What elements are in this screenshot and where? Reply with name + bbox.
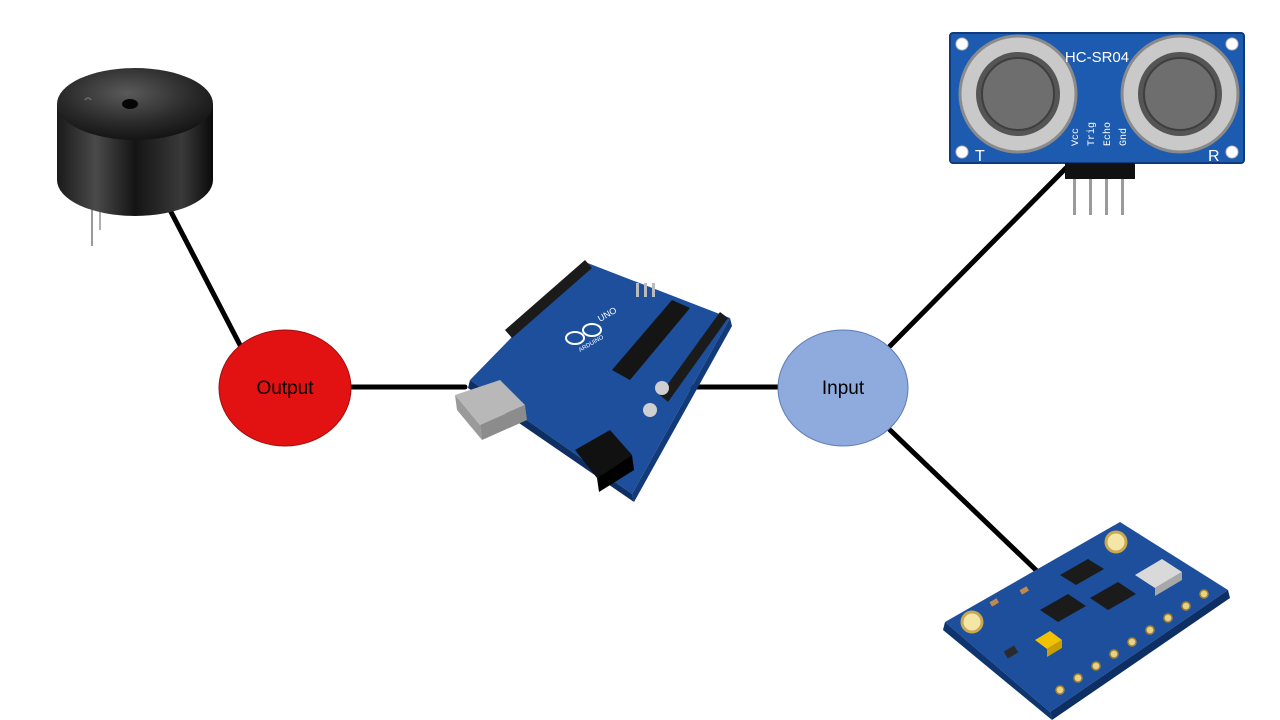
- line-buzzer-output: [167, 207, 243, 348]
- piezo-buzzer-icon: [57, 68, 213, 246]
- ultrasonic-model-label: HC-SR04: [1065, 49, 1129, 66]
- arduino-uno-board-icon: UNO ARDUINO: [455, 260, 732, 502]
- output-node: Output: [218, 329, 352, 447]
- ultrasonic-r-mark: R: [1208, 148, 1220, 165]
- connector-lines: [167, 165, 1069, 575]
- ultrasonic-sensor-icon: HC-SR04 T R Vcc Trig Echo Gnd: [949, 32, 1245, 215]
- input-node: Input: [777, 329, 909, 447]
- pin-label-vcc: Vcc: [1071, 128, 1082, 146]
- imu-sensor-board-icon: [943, 522, 1230, 720]
- line-input-imu: [887, 427, 1041, 575]
- input-node-label: Input: [822, 378, 865, 399]
- line-input-ultrasonic: [887, 165, 1069, 349]
- output-node-label: Output: [256, 378, 314, 399]
- pin-label-trig: Trig: [1086, 122, 1098, 146]
- ultrasonic-t-mark: T: [975, 148, 985, 165]
- pin-label-gnd: Gnd: [1118, 128, 1130, 146]
- pin-label-echo: Echo: [1102, 122, 1114, 146]
